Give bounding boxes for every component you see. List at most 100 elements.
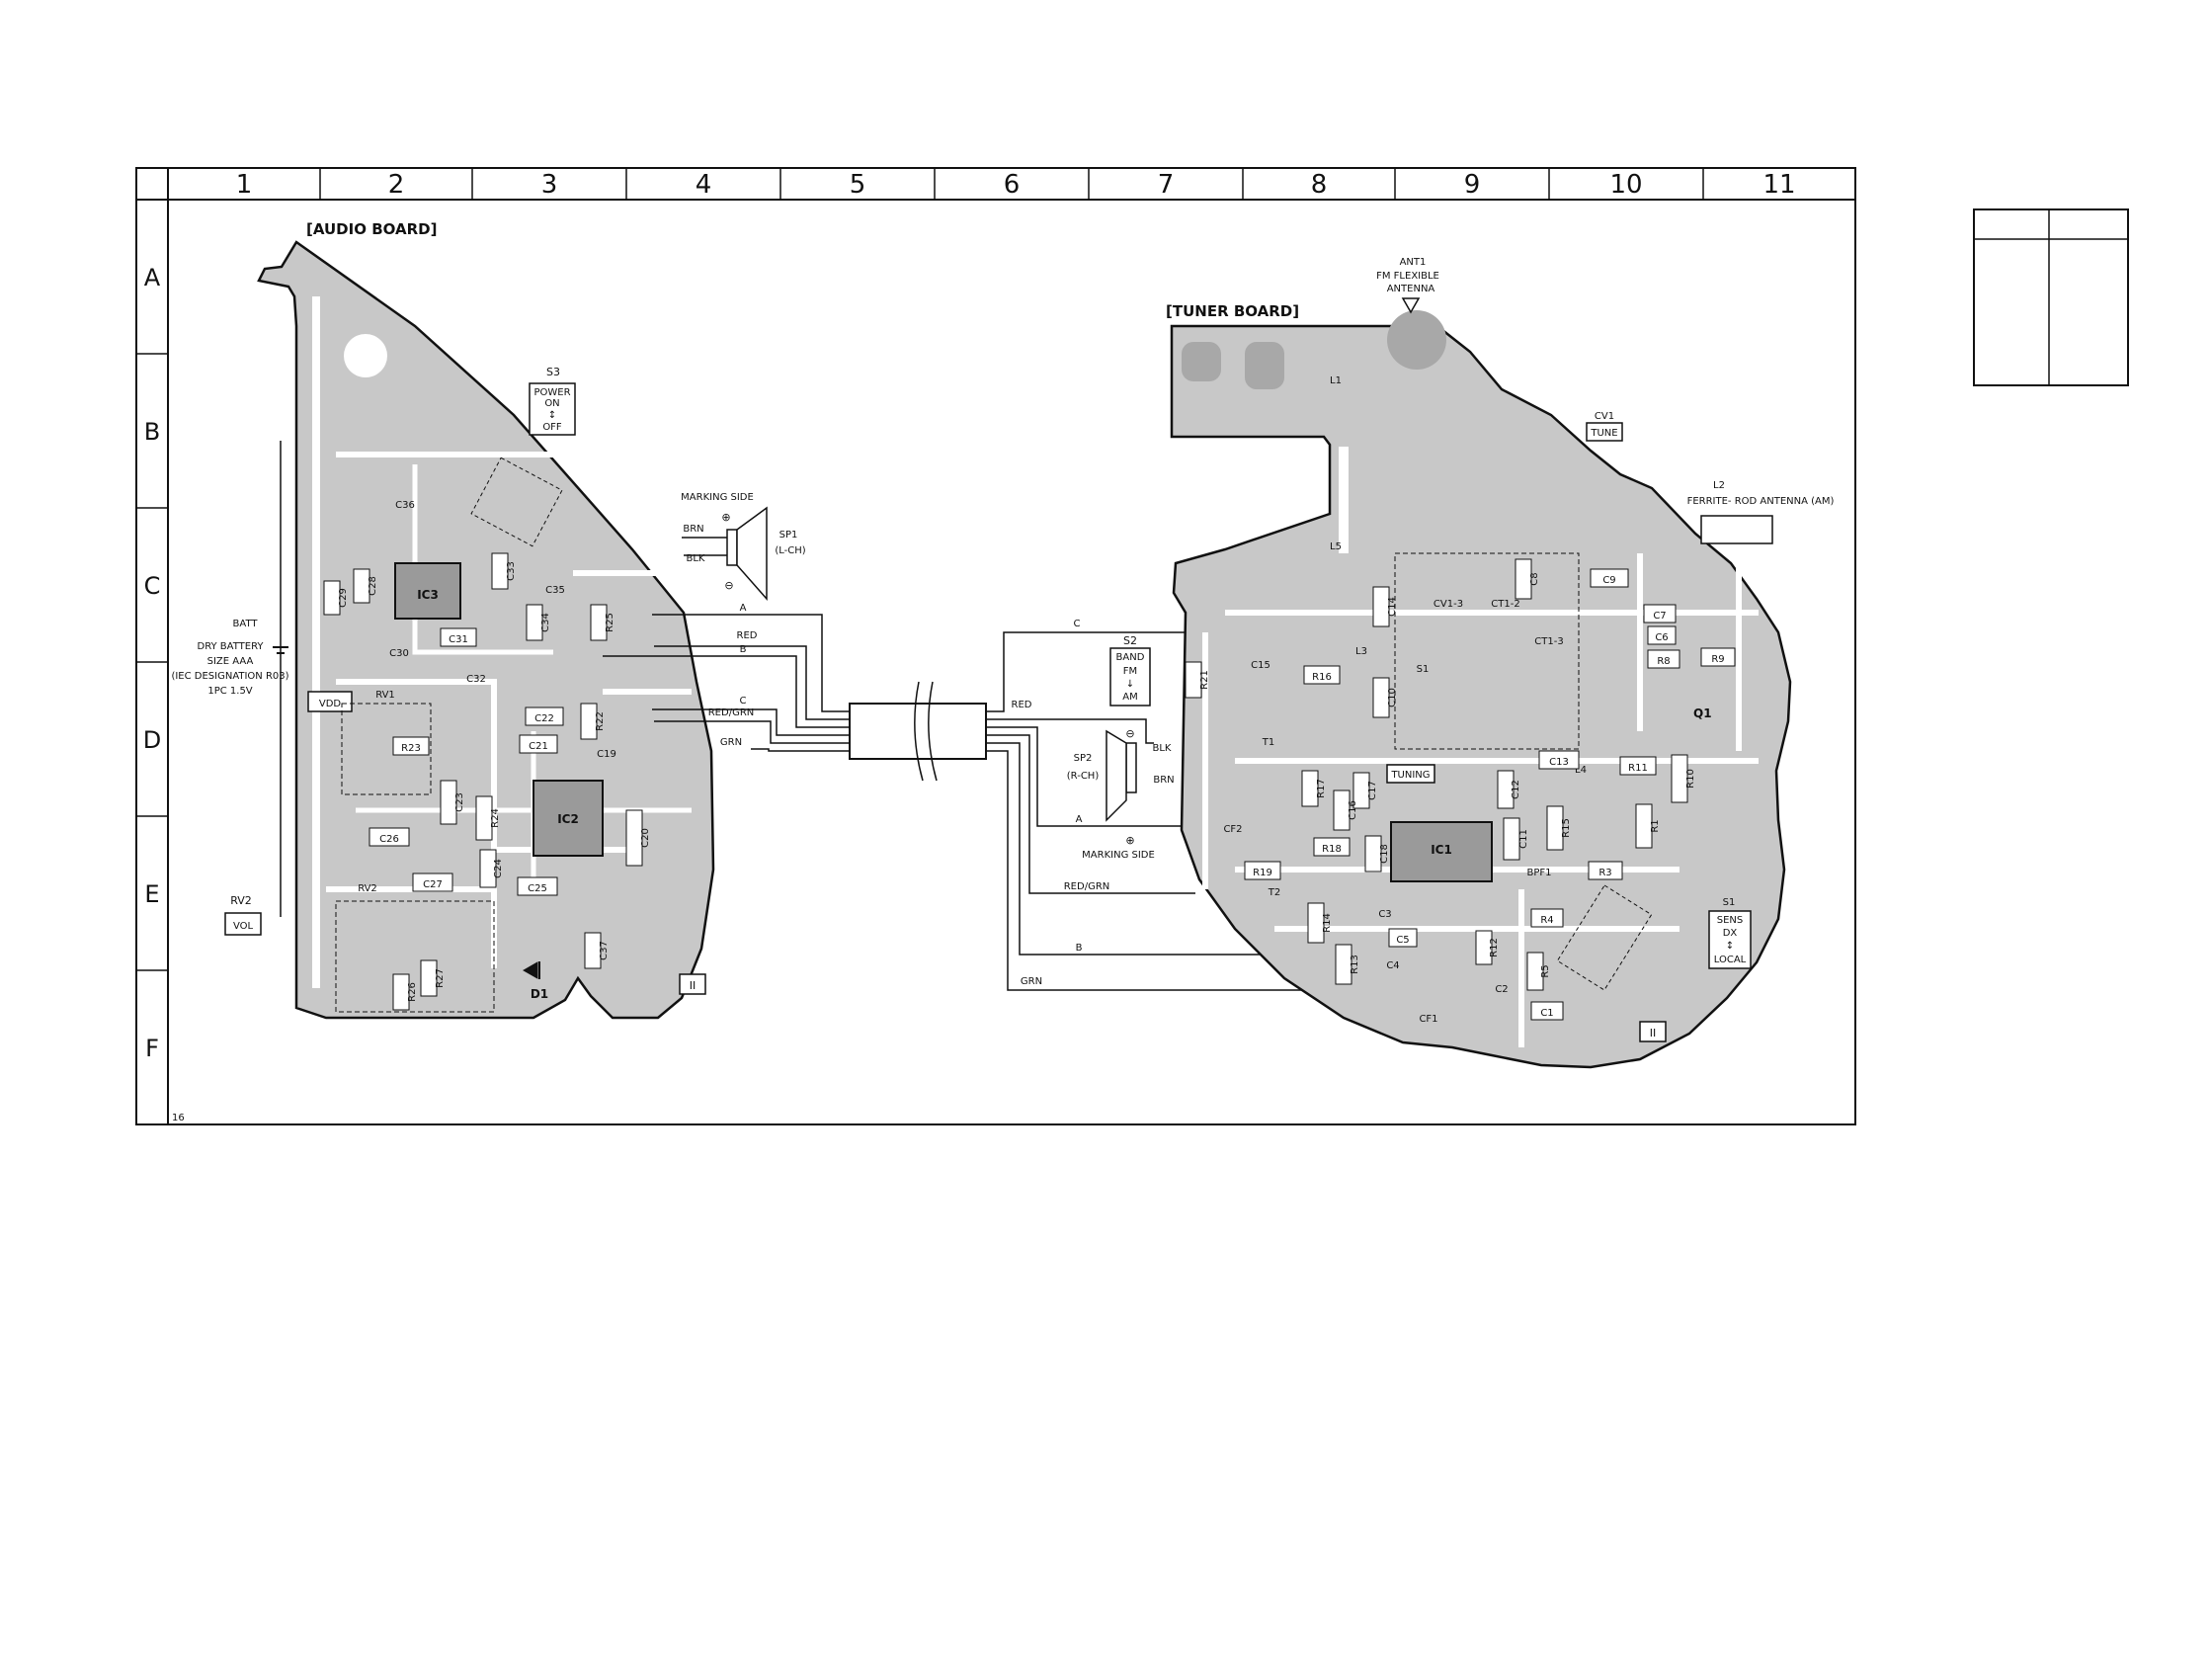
audio-board-ref: II (690, 979, 696, 992)
part-label: R11 (1628, 763, 1648, 774)
wire-label: C (1074, 619, 1081, 629)
part-label: C24 (493, 859, 504, 878)
part-label: C34 (540, 613, 551, 632)
part-label: CT1-3 (1534, 636, 1563, 647)
part-label: L4 (1575, 765, 1587, 776)
part-label: C5 (1396, 935, 1409, 946)
part-label: BPF1 (1526, 868, 1551, 878)
ant1-desc: FM FLEXIBLE (1376, 271, 1439, 282)
s1-footprint (1556, 884, 1653, 991)
audio-trace (336, 452, 655, 553)
battery-desc: DRY BATTERY (198, 641, 265, 652)
s2-box-line: AM (1122, 692, 1137, 703)
part-label: R14 (1322, 913, 1333, 933)
row-label: C (144, 572, 161, 600)
tuner-board-title: [TUNER BOARD] (1166, 302, 1299, 320)
audio-board-ref-box (679, 973, 706, 995)
plus-icon: ⊕ (1125, 834, 1134, 847)
speaker-magnet (726, 529, 738, 566)
part-label: R22 (595, 711, 606, 731)
part-label: C3 (1378, 909, 1391, 920)
part-label: R23 (401, 743, 421, 754)
sp2-sub: (R-CH) (1067, 771, 1100, 782)
audio-components: C28 C29 C30 C31 C32 C33 C34 C35 C36 R25 … (323, 500, 651, 1011)
s1-box-line: ↕ (1726, 941, 1734, 952)
s2-ref: S2 (1123, 634, 1137, 647)
part-label: C22 (534, 713, 554, 724)
part-label: C7 (1653, 611, 1666, 622)
column-label: 11 (1762, 170, 1795, 200)
wire-label: BLK (687, 553, 705, 564)
audio-board: [AUDIO BOARD] IC3 IC2 S3 POWER ON ↕ OFF … (171, 220, 715, 1020)
wire-label: RED (1012, 700, 1032, 710)
part-label: C9 (1602, 575, 1615, 586)
speaker-sp1: MARKING SIDE ⊕ ⊖ SP1 (L-CH) (681, 492, 806, 601)
part-label: C27 (423, 879, 443, 890)
battery-desc: 1PC 1.5V (207, 686, 252, 697)
column-label: 6 (1004, 170, 1021, 200)
part-label: C2 (1495, 984, 1508, 995)
mounting-hole (344, 334, 387, 377)
minus-icon: ⊖ (724, 579, 733, 592)
minus-icon: ⊖ (1125, 727, 1134, 740)
part-label: C35 (545, 585, 565, 596)
part-label: T1 (1262, 737, 1274, 748)
column-label: 1 (236, 170, 253, 200)
part-label: D1 (531, 987, 548, 1001)
tuning-label: TUNING (1390, 770, 1430, 781)
part-label: C33 (506, 561, 517, 581)
wire-label: C (740, 696, 747, 707)
part-label: T2 (1268, 887, 1280, 898)
rv2-box (224, 912, 262, 936)
row-label: F (145, 1035, 159, 1062)
part-label: CT1-2 (1491, 599, 1519, 610)
part-label: C8 (1529, 572, 1540, 585)
part-label: C10 (1387, 688, 1398, 707)
part-label: C14 (1387, 597, 1398, 617)
part-label: R9 (1711, 654, 1724, 665)
wire-label: RED/GRN (1064, 881, 1110, 892)
vdd-label: VDD (319, 699, 342, 709)
part-label: C12 (1511, 780, 1521, 799)
antenna-icon (1401, 297, 1421, 314)
row-labels: A B C D E F (143, 264, 161, 1062)
part-label: RV1 (375, 690, 395, 701)
cable-bundle (849, 681, 987, 782)
part-label: CF1 (1419, 1014, 1437, 1025)
cv1-box (1586, 422, 1623, 442)
antenna-pad (1387, 310, 1446, 370)
plus-icon: ⊕ (721, 511, 730, 524)
tuner-board: [TUNER BOARD] ANT1 FM FLEXIBLE ANTENNA L… (1166, 257, 1835, 1069)
page-number: 16 (172, 1113, 185, 1123)
part-label: C30 (389, 648, 409, 659)
wire-label: A (1076, 814, 1083, 825)
part-label: CV1-3 (1434, 599, 1463, 610)
part-label: R13 (1350, 955, 1360, 974)
s3-box-line: POWER (533, 387, 570, 398)
part-label: R8 (1657, 656, 1670, 667)
wire-label: RED (737, 630, 758, 641)
cv1-gang-labels: CV1-3 CT1-2 CT1-3 S1 (1417, 599, 1564, 675)
s1-box-line: SENS (1717, 915, 1744, 926)
part-label: C17 (1367, 781, 1378, 800)
s3-ref: S3 (546, 366, 560, 378)
speaker-cone (736, 506, 768, 601)
s2-box-line: BAND (1116, 652, 1145, 663)
rv2-box-label: VOL (233, 921, 254, 932)
tuner-components: L5 L3 L4 C14 C10 C8 C9 C7 C6 R8 R9 Q1 R1… (1185, 541, 1736, 1025)
wire-label: A (740, 603, 747, 614)
s2-box (1109, 647, 1151, 707)
speaker-cone (1106, 729, 1127, 822)
ic2-chip (533, 780, 604, 857)
rv1-footprint (341, 703, 432, 795)
part-label: R3 (1598, 868, 1611, 878)
battery-ref: BATT (233, 619, 259, 629)
part-label: C6 (1655, 632, 1668, 643)
part-label: R4 (1540, 915, 1553, 926)
part-label: C16 (1348, 800, 1358, 820)
wire-label: BLK (1153, 743, 1172, 754)
ic1-chip (1390, 821, 1493, 882)
audio-board-title: [AUDIO BOARD] (306, 220, 437, 238)
part-label: R16 (1312, 672, 1332, 683)
part-label: C25 (528, 883, 547, 894)
